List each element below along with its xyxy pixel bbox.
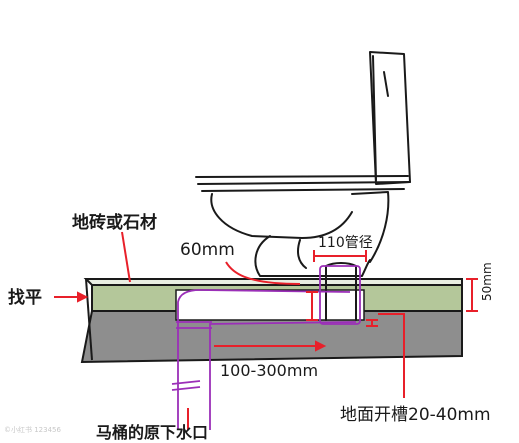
label-50mm: 50mm bbox=[480, 262, 494, 301]
relocated-pipe bbox=[171, 265, 361, 430]
slab-left-edge bbox=[85, 278, 93, 361]
annotation-marks bbox=[54, 231, 478, 430]
watermark: ©小红书 123456 bbox=[4, 425, 61, 434]
label-tile-or-stone: 地砖或石材 bbox=[72, 212, 157, 233]
floor-groove bbox=[175, 289, 365, 321]
label-original-drain: 马桶的原下水口 bbox=[96, 423, 208, 442]
label-100-300mm: 100-300mm bbox=[220, 361, 318, 380]
label-leveling: 找平 bbox=[8, 287, 42, 308]
label-pipe-diameter: 110管径 bbox=[318, 235, 373, 251]
label-floor-groove: 地面开槽20-40mm bbox=[340, 405, 491, 425]
label-60mm: 60mm bbox=[180, 240, 235, 260]
